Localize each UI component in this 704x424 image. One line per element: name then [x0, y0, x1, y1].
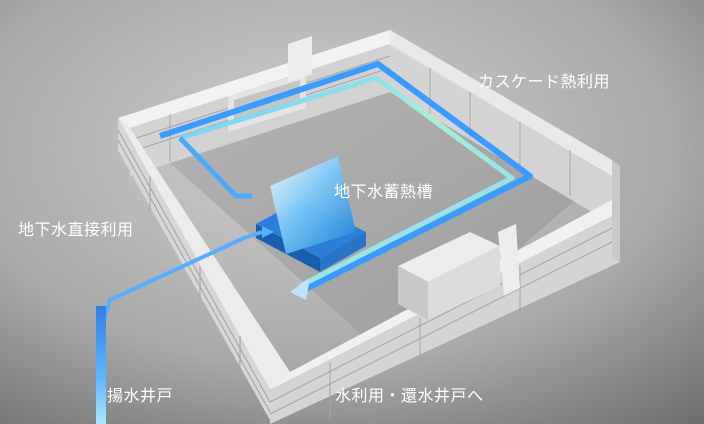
cascade-pipe-outer: [159, 61, 533, 293]
wall-front-face: [270, 212, 620, 424]
direct-arrow-icon: [262, 226, 274, 238]
wall-right-face: [612, 160, 620, 262]
wall-back-right-face: [390, 44, 612, 224]
label-pumping-well: 揚水井戸: [107, 386, 174, 405]
wall-back-left-top: [118, 30, 390, 128]
stair-tower: [288, 36, 312, 82]
label-return-well: 水利用・還水井戸へ: [335, 386, 484, 405]
well-icon: [96, 306, 106, 424]
tank-icon: [270, 156, 356, 254]
tank-base-front: [320, 232, 366, 272]
wall-front-lines: [269, 223, 621, 420]
front-box-side: [398, 266, 428, 320]
wall-back-right: [390, 30, 612, 176]
label-direct-use: 地下水直接利用: [18, 220, 134, 239]
wall-left-lines: [117, 129, 271, 413]
wall-left-top: [118, 118, 290, 390]
label-storage-tank: 地下水蓄熱槽: [334, 182, 434, 201]
label-cascade-heat-use: カスケード熱利用: [478, 72, 611, 91]
front-box-face: [428, 246, 500, 320]
front-box-top: [398, 232, 500, 282]
cascade-pipe-feed: [178, 136, 252, 199]
cascade-pipe-inner: [179, 75, 515, 289]
return-arrow-icon: [290, 278, 310, 300]
front-column: [498, 224, 520, 296]
